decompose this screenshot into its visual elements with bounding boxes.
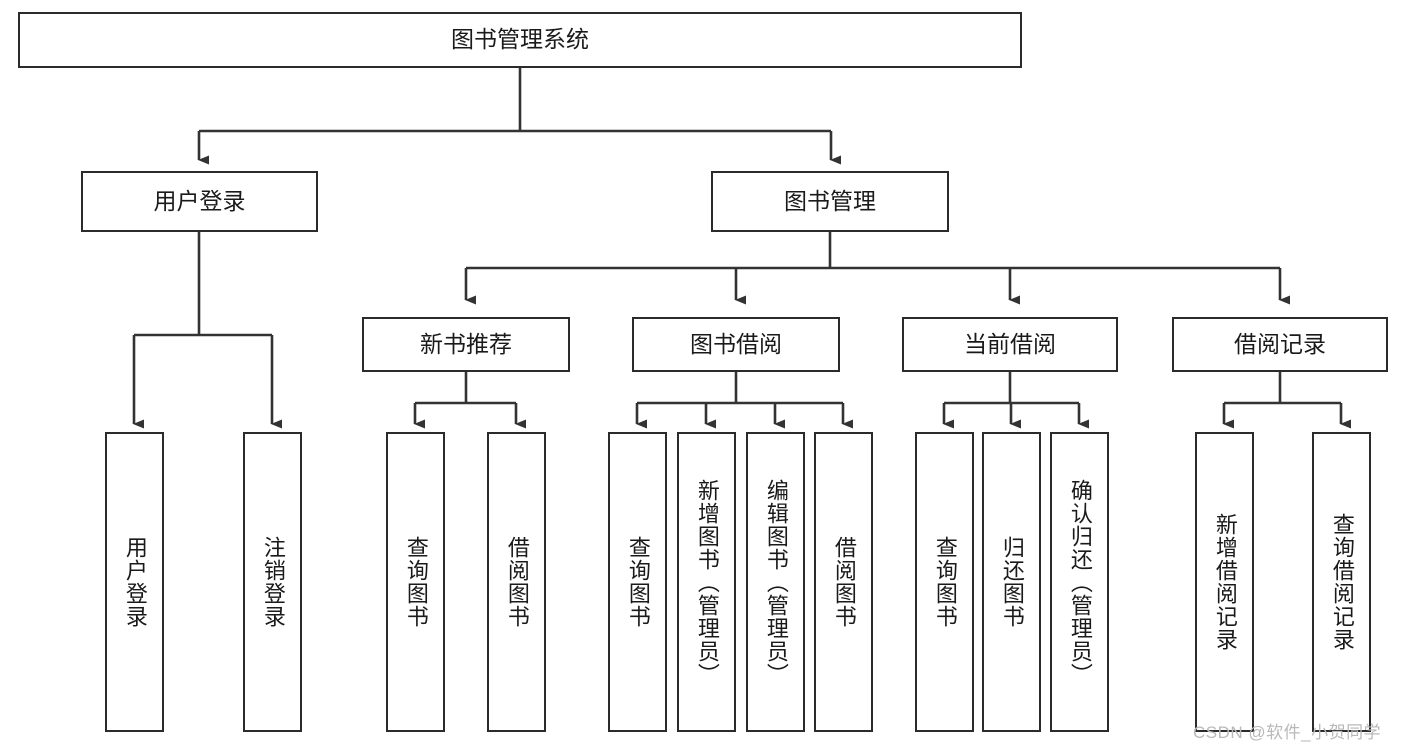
node-user-login-label: 用户登录 <box>153 187 246 214</box>
leaf-edit-book[interactable]: 编辑图书（管理员） <box>746 432 805 732</box>
leaf-query-book-1-label: 查询图书 <box>403 536 429 628</box>
leaf-borrow-book-1-label: 借阅图书 <box>504 536 530 628</box>
edges-bookborrow-to-leaves <box>635 372 853 429</box>
edges-borrowrecord-to-leaves <box>1222 372 1351 429</box>
leaf-add-book[interactable]: 新增图书（管理员） <box>677 432 736 732</box>
node-root-label: 图书管理系统 <box>451 26 589 53</box>
node-book-borrow[interactable]: 图书借阅 <box>632 317 840 372</box>
leaf-query-borrow-record-label: 查询借阅记录 <box>1329 513 1355 651</box>
leaf-add-borrow-record-label: 新增借阅记录 <box>1212 513 1238 651</box>
node-new-book-recommend-label: 新书推荐 <box>420 330 512 357</box>
leaf-edit-book-label: 编辑图书（管理员） <box>763 478 789 686</box>
node-borrow-record[interactable]: 借阅记录 <box>1172 317 1388 372</box>
edges-root-to-level2 <box>197 68 841 165</box>
leaf-borrow-book-1[interactable]: 借阅图书 <box>487 432 546 732</box>
edges-userlogin-to-leaves <box>132 232 282 429</box>
leaf-borrow-book-2-label: 借阅图书 <box>831 536 857 628</box>
leaf-query-book-1[interactable]: 查询图书 <box>386 432 445 732</box>
leaf-user-login[interactable]: 用户登录 <box>105 432 164 732</box>
leaf-confirm-return-label: 确认归还（管理员） <box>1067 478 1093 686</box>
leaf-return-book-label: 归还图书 <box>999 536 1025 628</box>
leaf-add-book-label: 新增图书（管理员） <box>694 478 720 686</box>
node-book-manage-label: 图书管理 <box>784 187 876 214</box>
leaf-user-login-label: 用户登录 <box>122 536 148 628</box>
leaf-query-book-3-label: 查询图书 <box>932 536 958 628</box>
leaf-query-borrow-record[interactable]: 查询借阅记录 <box>1312 432 1371 732</box>
edges-newbookrec-to-leaves <box>413 372 526 429</box>
leaf-query-book-2[interactable]: 查询图书 <box>608 432 667 732</box>
node-book-borrow-label: 图书借阅 <box>690 330 782 357</box>
leaf-logout[interactable]: 注销登录 <box>243 432 302 732</box>
node-root[interactable]: 图书管理系统 <box>18 12 1022 68</box>
edges-currentborrow-to-leaves <box>942 372 1089 429</box>
node-current-borrow[interactable]: 当前借阅 <box>902 317 1118 372</box>
leaf-confirm-return[interactable]: 确认归还（管理员） <box>1050 432 1109 732</box>
leaf-query-book-3[interactable]: 查询图书 <box>915 432 974 732</box>
leaf-add-borrow-record[interactable]: 新增借阅记录 <box>1195 432 1254 732</box>
node-book-manage[interactable]: 图书管理 <box>711 171 949 232</box>
node-new-book-recommend[interactable]: 新书推荐 <box>362 317 570 372</box>
leaf-logout-label: 注销登录 <box>260 536 286 628</box>
edges-bookmanage-to-level3 <box>464 232 1290 305</box>
node-borrow-record-label: 借阅记录 <box>1234 330 1326 357</box>
csdn-watermark: CSDN @软件_小贺同学 <box>1193 723 1382 742</box>
leaf-borrow-book-2[interactable]: 借阅图书 <box>814 432 873 732</box>
leaf-query-book-2-label: 查询图书 <box>625 536 651 628</box>
node-current-borrow-label: 当前借阅 <box>964 330 1056 357</box>
node-user-login[interactable]: 用户登录 <box>81 171 318 232</box>
leaf-return-book[interactable]: 归还图书 <box>982 432 1041 732</box>
